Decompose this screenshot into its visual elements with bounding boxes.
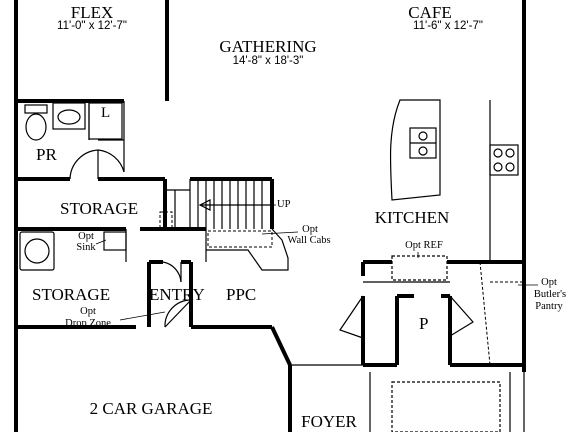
room-entry-label: ENTRY (149, 285, 205, 304)
opt-ref-note: Opt REF (405, 240, 443, 251)
room-storage-lower-label: STORAGE (32, 285, 111, 304)
opt-drop-zone-line1: Opt (80, 306, 96, 317)
room-garage-label: 2 CAR GARAGE (89, 399, 213, 418)
butlers-pantry-line2: Butler's (533, 289, 567, 300)
room-storage-upper-label: STORAGE (60, 199, 139, 218)
room-flex-label: FLEX (70, 3, 114, 22)
room-kitchen-label: KITCHEN (374, 208, 450, 227)
opt-sink-line1: Opt (78, 231, 94, 242)
main-walls (14, 0, 526, 432)
room-flex-dimensions: 11'-0" x 12'-7" (57, 20, 127, 32)
optional-items (159, 211, 524, 366)
room-cafe-label: CAFE (408, 3, 452, 22)
room-cafe-dimensions: 11'-6" x 12'-7" (413, 20, 483, 32)
opt-sink-line2: Sink (76, 242, 96, 253)
butlers-pantry-line3: Pantry (535, 301, 563, 312)
opt-wall-cabs-line2: Wall Cabs (287, 235, 331, 246)
butlers-pantry-line1: Opt (541, 277, 557, 288)
opt-wall-cabs-line1: Opt (302, 224, 318, 235)
room-powder-label: PR (36, 145, 57, 164)
room-foyer-label: FOYER (301, 412, 357, 431)
room-gathering-dimensions: 14'-8" x 18'-3" (232, 55, 304, 67)
room-gathering-label: GATHERING (219, 37, 317, 56)
stair-up-note: UP (277, 199, 291, 210)
room-pantry-label: P (419, 314, 429, 333)
leader-lines (95, 204, 538, 321)
room-linen-label: L (101, 105, 111, 121)
room-ppc-label: PPC (226, 285, 257, 304)
fixtures (19, 99, 525, 432)
opt-drop-zone-line2: Drop Zone (65, 318, 111, 329)
